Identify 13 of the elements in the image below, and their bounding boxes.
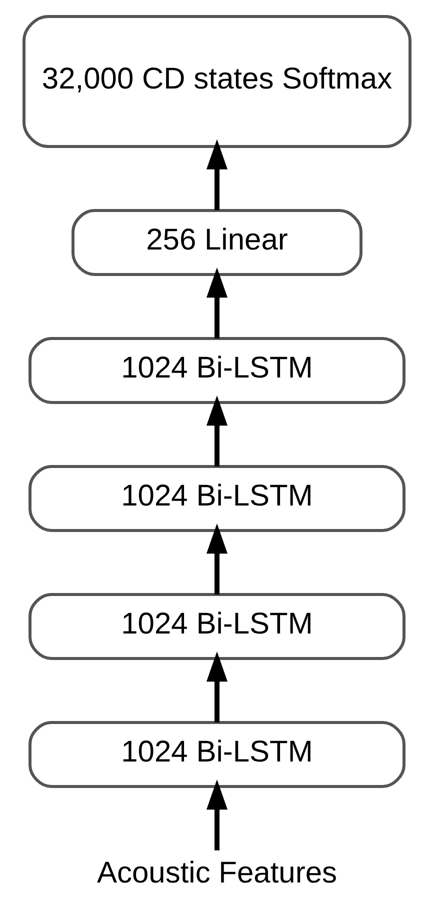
- arrow: [206, 652, 228, 722]
- arrow: [206, 396, 228, 466]
- node-box: 1024 Bi-LSTM: [28, 593, 406, 660]
- arrow: [206, 139, 228, 210]
- node-box: 1024 Bi-LSTM: [28, 465, 406, 532]
- arrow: [206, 524, 228, 594]
- node-box: 1024 Bi-LSTM: [28, 337, 406, 404]
- node-text: Acoustic Features: [96, 856, 338, 890]
- node-box: 1024 Bi-LSTM: [28, 721, 406, 788]
- arrow: [206, 268, 228, 338]
- node-box: 32,000 CD states Softmax: [22, 15, 412, 148]
- arrow: [206, 780, 228, 850]
- node-box: 256 Linear: [72, 209, 362, 276]
